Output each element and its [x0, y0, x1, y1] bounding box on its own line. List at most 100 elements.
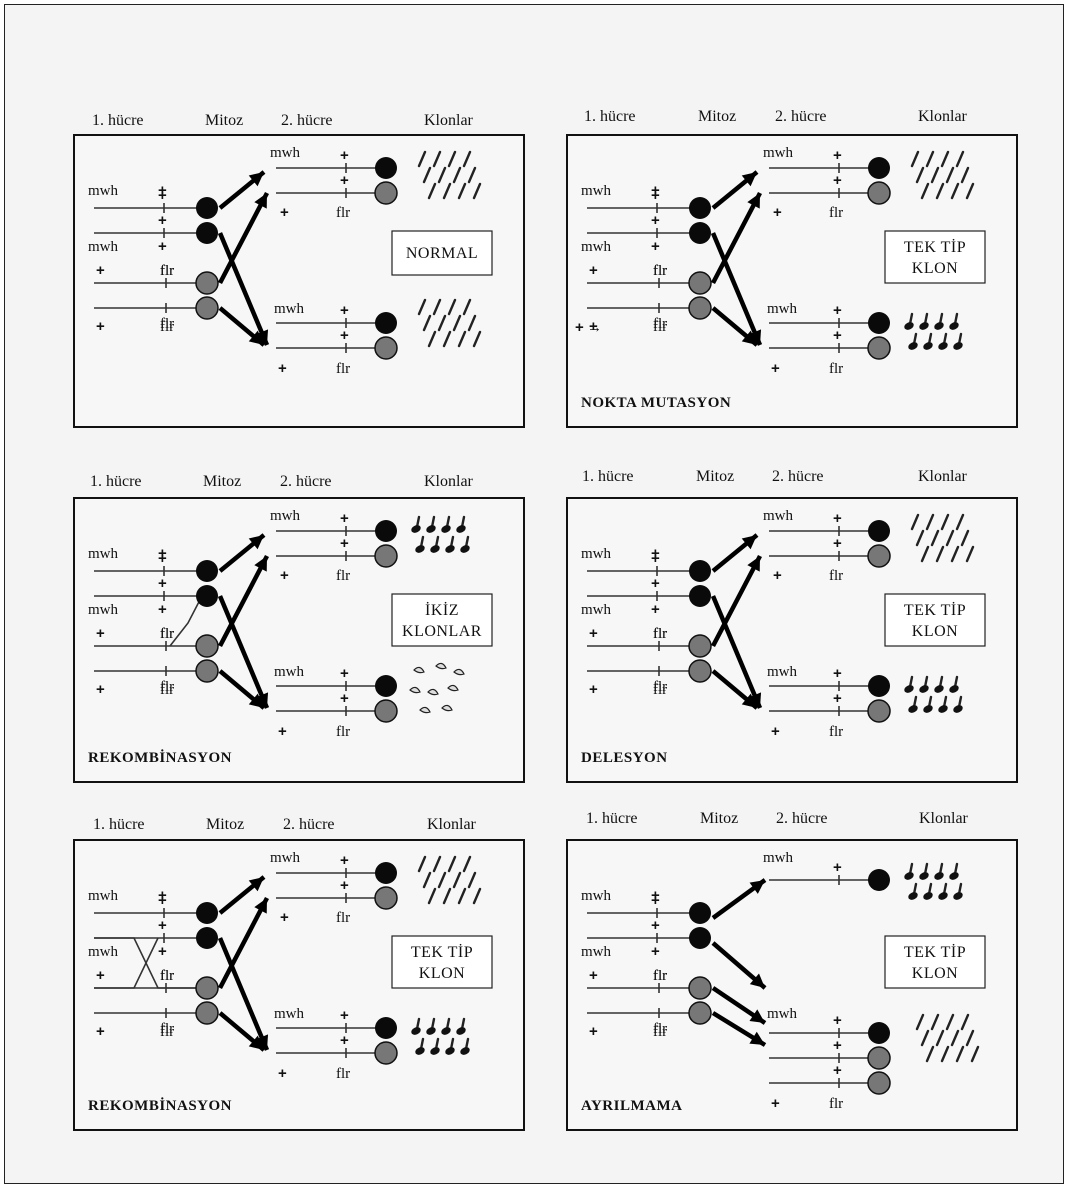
result-label-box: TEK TİPKLON	[885, 936, 985, 988]
centromere-dark	[196, 197, 218, 219]
marker-label-plus: +	[651, 212, 660, 229]
marker-label-plus: +	[340, 147, 349, 164]
header-cell1: 1. hücre	[584, 108, 636, 125]
header-cell2: 2. hücre	[776, 810, 828, 827]
centromere-gray	[868, 337, 890, 359]
centromere-dark	[868, 312, 890, 334]
centromere-gray	[689, 977, 711, 999]
header-mitosis: Mitoz	[203, 473, 241, 490]
marker-label-flr: flr	[160, 1024, 174, 1040]
marker-label-plus: +	[340, 535, 349, 552]
centromere-dark	[375, 520, 397, 542]
centromere-gray	[375, 545, 397, 567]
marker-label-mwh: mwh	[763, 145, 794, 161]
centromere-dark	[375, 862, 397, 884]
marker-label-mwh: mwh	[581, 546, 612, 562]
marker-label-flr: flr	[653, 263, 667, 279]
panel-rec2: 1. hücreMitoz2. hücreKlonlar++flrflrmwhm…	[74, 816, 524, 1130]
marker-label-mwh: mwh	[767, 301, 798, 317]
marker-label-flr: flr	[160, 263, 174, 279]
centromere-gray	[868, 545, 890, 567]
centromere-gray	[689, 660, 711, 682]
marker-label-mwh: mwh	[767, 664, 798, 680]
panel-title: REKOMBİNASYON	[88, 1097, 232, 1114]
centromere-dark	[375, 157, 397, 179]
centromere-gray	[196, 660, 218, 682]
marker-label-mwh: mwh	[763, 508, 794, 524]
marker-label-plus: +	[340, 510, 349, 527]
header-clones: Klonlar	[424, 112, 474, 129]
marker-label-plus: +	[651, 182, 660, 199]
header-clones: Klonlar	[427, 816, 477, 833]
marker-label-plus: +	[158, 545, 167, 562]
marker-label-plus: +	[158, 917, 167, 934]
marker-label-plus: +	[278, 723, 287, 740]
marker-label-plus: +	[589, 967, 598, 984]
marker-label-flr: flr	[336, 724, 350, 740]
marker-label-flr: flr	[829, 568, 843, 584]
marker-label-plus: +	[833, 1037, 842, 1054]
marker-label-plus: +	[575, 319, 584, 336]
marker-label-plus: +	[96, 318, 105, 335]
header-cell1: 1. hücre	[93, 816, 145, 833]
marker-label-flr: flr	[829, 361, 843, 377]
marker-label-plus: +	[773, 567, 782, 584]
centromere-gray	[196, 1002, 218, 1024]
marker-label-mwh: mwh	[270, 145, 301, 161]
marker-label-plus: +	[340, 690, 349, 707]
header-cell1: 1. hücre	[92, 112, 144, 129]
header-mitosis: Mitoz	[698, 108, 736, 125]
header-cell2: 2. hücre	[281, 112, 333, 129]
marker-label-mwh: mwh	[581, 944, 612, 960]
marker-label-flr: flr	[653, 968, 667, 984]
marker-label-plus: +	[771, 1095, 780, 1112]
centromere-gray	[868, 700, 890, 722]
marker-label-plus: +	[651, 545, 660, 562]
marker-label-mwh: mwh	[88, 602, 119, 618]
result-box-line: KLON	[419, 965, 465, 982]
marker-label-mwh: mwh	[88, 183, 119, 199]
centromere-gray	[196, 635, 218, 657]
marker-label-mwh: mwh	[270, 508, 301, 524]
centromere-gray	[689, 272, 711, 294]
panel-rec1: 1. hücreMitoz2. hücreKlonlar++flrflrmwhm…	[74, 473, 524, 782]
panel-headers: 1. hücre Mitoz 2. hücre Klonlar	[92, 112, 474, 129]
marker-label-flr: flr	[336, 205, 350, 221]
marker-label-plus: +	[833, 859, 842, 876]
marker-label-plus: +	[280, 567, 289, 584]
marker-label-mwh: mwh	[88, 888, 119, 904]
marker-label-plus: +	[158, 943, 167, 960]
result-box-line: TEK TİP	[904, 601, 966, 619]
marker-label-flr: flr	[653, 626, 667, 642]
marker-label-flr: flr	[336, 910, 350, 926]
marker-label-mwh: mwh	[88, 546, 119, 562]
header-cell1: 1. hücre	[90, 473, 142, 490]
marker-label-plus: +	[158, 212, 167, 229]
marker-label-plus: +	[340, 665, 349, 682]
marker-label-plus: +	[771, 360, 780, 377]
panel-title: DELESYON	[581, 750, 668, 766]
centromere-dark	[689, 585, 711, 607]
centromere-gray	[196, 297, 218, 319]
result-box-line: KLON	[912, 965, 958, 982]
result-box-line: KLON	[912, 260, 958, 277]
header-cell1: 1. hücre	[582, 468, 634, 485]
result-label-box: TEK TİPKLON	[392, 936, 492, 988]
marker-label-plus: +	[96, 1023, 105, 1040]
header-mitosis: Mitoz	[206, 816, 244, 833]
marker-label-plus: +	[158, 601, 167, 618]
marker-label-plus: +	[340, 852, 349, 869]
marker-label-mwh: mwh	[274, 1006, 305, 1022]
marker-label-flr: flr	[653, 1024, 667, 1040]
header-mitosis: Mitoz	[205, 112, 243, 129]
marker-label-mwh: mwh	[763, 850, 794, 866]
panel-headers: 1. hücreMitoz2. hücreKlonlar	[582, 468, 968, 485]
mutation-arrow: →	[587, 319, 602, 336]
marker-label-plus: +	[589, 262, 598, 279]
centromere-gray	[689, 297, 711, 319]
marker-label-flr: flr	[336, 361, 350, 377]
centromere-dark	[689, 927, 711, 949]
